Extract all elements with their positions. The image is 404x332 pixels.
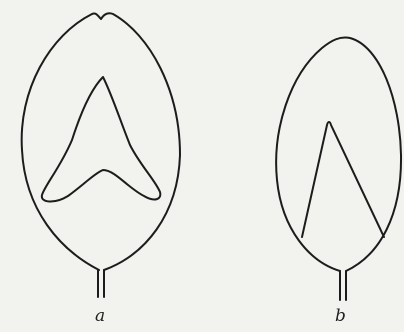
panel-b-leaf — [276, 37, 401, 300]
panel-b-leaf-outline — [276, 37, 401, 271]
panel-b-inner-mark — [302, 122, 384, 237]
panel-b-label: b — [335, 308, 346, 325]
panel-a-label: a — [95, 308, 105, 325]
panel-a-leaf — [22, 13, 180, 297]
panel-a-leaf-outline — [22, 13, 180, 270]
panel-a-inner-mark — [42, 77, 160, 202]
